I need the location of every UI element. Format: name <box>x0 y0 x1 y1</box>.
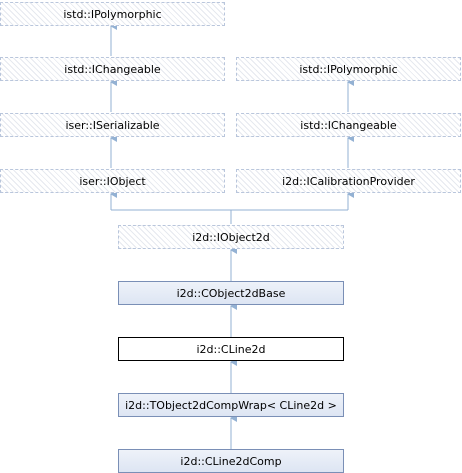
class-node-iserializable[interactable]: iser::ISerializable <box>0 113 225 137</box>
class-node-ipolymorphic-left[interactable]: istd::IPolymorphic <box>0 2 225 26</box>
class-node-tobject2dcompwrap[interactable]: i2d::TObject2dCompWrap< CLine2d > <box>118 393 344 417</box>
class-label: i2d::CObject2dBase <box>176 286 286 300</box>
class-label: iser::IObject <box>79 174 146 188</box>
class-label: i2d::CLine2dComp <box>180 454 282 468</box>
class-label: istd::IPolymorphic <box>63 7 162 21</box>
class-label: istd::IChangeable <box>64 62 161 76</box>
class-label: i2d::IObject2d <box>192 230 270 244</box>
class-label: istd::IPolymorphic <box>299 62 398 76</box>
class-node-ichangeable-left[interactable]: istd::IChangeable <box>0 57 225 81</box>
class-node-ipolymorphic-right[interactable]: istd::IPolymorphic <box>236 57 461 81</box>
class-label: i2d::CLine2d <box>196 342 266 356</box>
class-node-ichangeable-right[interactable]: istd::IChangeable <box>236 113 461 137</box>
class-node-iobject2d[interactable]: i2d::IObject2d <box>118 225 344 249</box>
class-node-cline2dcomp[interactable]: i2d::CLine2dComp <box>118 449 344 473</box>
class-label: iser::ISerializable <box>65 118 160 132</box>
class-label: istd::IChangeable <box>300 118 397 132</box>
class-node-cline2d-current: i2d::CLine2d <box>118 337 344 361</box>
class-node-cobject2dbase[interactable]: i2d::CObject2dBase <box>118 281 344 305</box>
class-label: i2d::ICalibrationProvider <box>282 174 415 188</box>
class-label: i2d::TObject2dCompWrap< CLine2d > <box>125 398 337 412</box>
class-node-icalibrationprovider[interactable]: i2d::ICalibrationProvider <box>236 169 461 193</box>
class-node-iobject[interactable]: iser::IObject <box>0 169 225 193</box>
